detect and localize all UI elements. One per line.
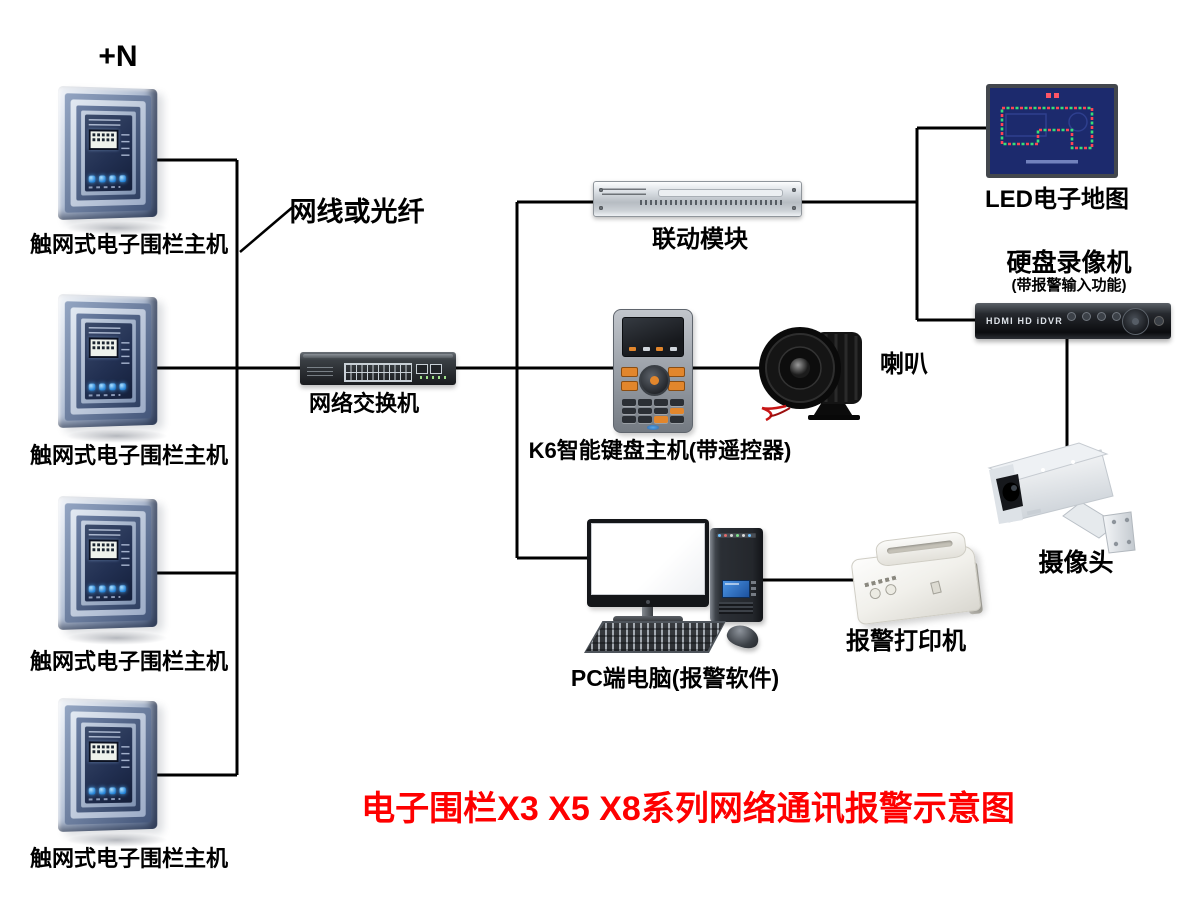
keypad-screen [622,317,684,357]
keypad-label: K6智能键盘主机(带遥控器) [528,438,792,463]
dvr-jog-dial [1122,308,1149,335]
fence-host-device-2 [58,294,170,443]
screw-icon [599,188,603,192]
camera-device [987,442,1136,554]
pc-monitor-base [613,616,683,623]
keypad-device [613,309,693,433]
host-count-annotation: +N [98,40,138,73]
linkage-module-label: 联动模块 [652,226,748,253]
switch-uplink-port [430,364,442,374]
led-map-label: LED电子地图 [985,186,1129,213]
fence-host-label-2: 触网式电子围栏主机 [29,443,228,468]
switch-uplink-port [416,364,428,374]
fence-host-label-3: 触网式电子围栏主机 [29,649,228,674]
keypad-numeric-keys [622,399,684,423]
keypad-logo [647,425,659,430]
keypad-dpad [639,365,670,396]
link-type-annotation: 网线或光纤 [289,197,425,227]
pc-keyboard [584,621,726,653]
fence-host-label-1: 触网式电子围栏主机 [29,232,228,257]
pc-tower-grill [719,602,753,614]
dvr-label: 硬盘录像机 [1006,249,1132,277]
speaker-device [759,327,862,422]
printer-label: 报警打印机 [846,628,966,655]
dvr-power-button [1154,316,1164,326]
keypad-function-button [621,381,638,391]
fence-host-device-4 [58,698,170,847]
network-switch-label: 网络交换机 [308,391,419,416]
screw-icon [792,188,796,192]
printer-device [850,530,1002,628]
fence-host-lcd [88,129,119,151]
switch-port-grid [344,363,412,382]
led-map-device [986,84,1118,178]
dvr-sublabel: (带报警输入功能) [1011,277,1127,294]
pc-tower [710,528,763,622]
fence-host-device-3 [58,496,170,645]
screw-icon [599,206,603,210]
pc-tower-display [722,580,750,598]
dvr-front-text: HDMI HD iDVR [986,316,1063,326]
fence-host-buttons [88,175,126,183]
linkage-module-indicators [640,200,783,205]
pc-monitor [587,519,709,607]
printer-paper-slot [886,540,953,555]
keypad-function-button [668,381,685,391]
fence-host-device-1 [58,86,170,235]
screw-icon [792,206,796,210]
printer-button [868,586,882,601]
network-switch-device [300,347,456,392]
linkage-module-device [593,181,802,217]
pc-monitor-stand [642,607,653,617]
keypad-function-button [668,367,685,377]
pc-tower-buttons [751,580,756,596]
keypad-function-button [621,367,638,377]
speaker-label: 喇叭 [880,351,928,378]
fence-host-shadow [66,221,168,235]
pc-label: PC端电脑(报警软件) [570,665,780,691]
dvr-device: HDMI HD iDVR [975,303,1171,339]
diagram-title: 电子围栏X3 X5 X8系列网络通讯报警示意图 [361,790,1015,828]
pc-tower-ports [716,533,756,538]
camera-label: 摄像头 [1038,549,1114,577]
fence-host-control-panel [84,114,133,192]
fence-host-label-4: 触网式电子围栏主机 [29,846,228,871]
printer-button [884,582,898,597]
pc-monitor-screen [591,523,705,595]
